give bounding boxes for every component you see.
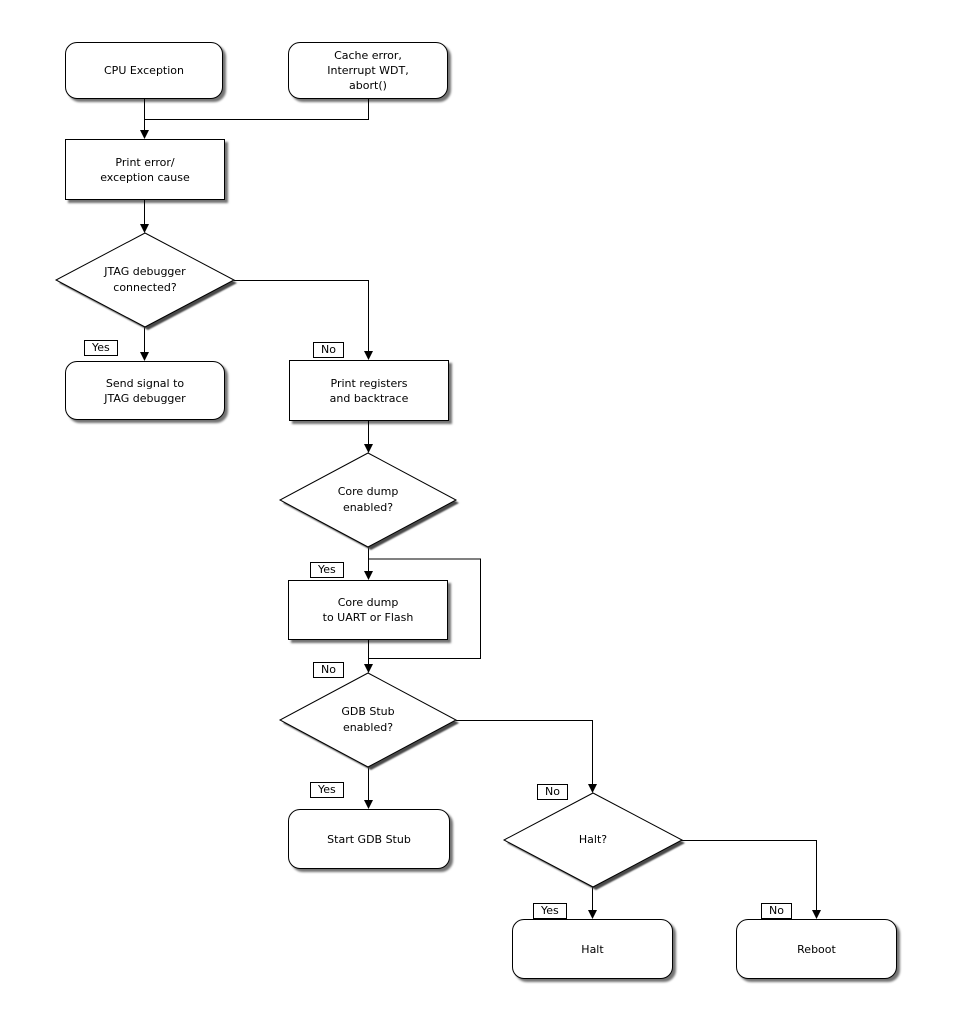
arrowhead	[812, 910, 821, 919]
arrowhead	[364, 444, 373, 453]
edge-label-halt-yes: Yes	[533, 903, 567, 919]
edge-halt-no-to-reboot	[681, 840, 817, 910]
edge-label-gdb-yes: Yes	[310, 782, 344, 798]
node-send-signal-jtag: Send signal to JTAG debugger	[65, 361, 225, 420]
edge-label-halt-no: No	[761, 903, 792, 919]
arrowhead	[364, 571, 373, 580]
edge-label-core-no: No	[313, 662, 344, 678]
decision-jtag-shape	[54, 232, 237, 330]
edge-cache-to-print-error	[144, 99, 369, 120]
edge-label-jtag-no: No	[313, 342, 344, 358]
edge-label-jtag-yes: Yes	[84, 340, 118, 356]
edge-label-gdb-no: No	[537, 784, 568, 800]
arrowhead	[364, 800, 373, 809]
node-core-dump: Core dump to UART or Flash	[288, 580, 448, 640]
node-print-registers: Print registers and backtrace	[289, 360, 449, 421]
node-print-error: Print error/ exception cause	[65, 139, 225, 200]
arrowhead	[140, 224, 149, 233]
edge-label-core-yes: Yes	[310, 562, 344, 578]
edge-gdb-no-to-halt-q	[456, 720, 593, 784]
node-cpu-exception: CPU Exception	[65, 42, 223, 99]
node-reboot: Reboot	[736, 919, 897, 979]
decision-core-dump-shape	[278, 452, 459, 550]
decision-halt-shape	[502, 792, 685, 890]
node-cache-error: Cache error, Interrupt WDT, abort()	[288, 42, 448, 99]
edge-jtag-no-to-print-registers	[234, 280, 369, 351]
node-halt: Halt	[512, 919, 673, 979]
arrowhead	[364, 664, 373, 673]
arrowhead	[364, 351, 373, 360]
arrowhead	[140, 130, 149, 139]
arrowhead	[588, 910, 597, 919]
arrowhead	[140, 352, 149, 361]
arrowhead	[588, 784, 597, 793]
node-start-gdb-stub: Start GDB Stub	[288, 809, 450, 869]
edge-core-no-bypass	[368, 558, 481, 659]
decision-gdb-stub-shape	[278, 672, 459, 770]
